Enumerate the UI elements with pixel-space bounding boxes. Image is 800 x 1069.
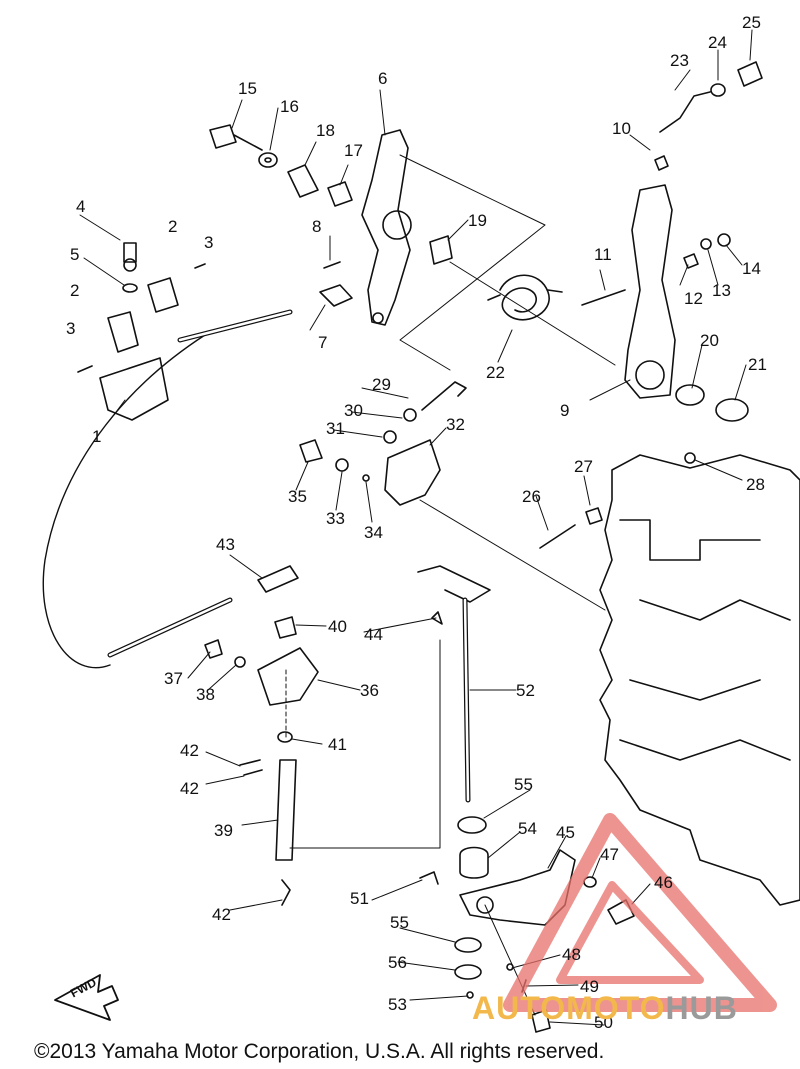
engine-block-outline [599,454,800,906]
callout-41: 41 [328,735,347,754]
callout-10: 10 [612,119,631,138]
callout-42: 42 [180,741,199,760]
callout-55: 55 [514,775,533,794]
callout-49: 49 [580,977,599,996]
callout-45: 45 [556,823,575,842]
callout-55: 55 [390,913,409,932]
callout-20: 20 [700,331,719,350]
callout-2: 2 [168,217,178,236]
bolt-15 [209,124,263,151]
callout-36: 36 [360,681,379,700]
callout-32: 32 [446,415,465,434]
callout-50: 50 [594,1013,613,1032]
callout-4: 4 [76,197,86,216]
watermark-part1: AUTOMOTO [472,990,666,1026]
fwd-arrow-icon [54,974,119,1021]
callout-23: 23 [670,51,689,70]
callout-37: 37 [164,669,183,688]
callout-12: 12 [684,289,703,308]
callout-51: 51 [350,889,369,908]
throttle-cable [42,334,206,669]
callout-29: 29 [372,375,391,394]
callout-34: 34 [364,523,383,542]
callout-48: 48 [562,945,581,964]
callout-33: 33 [326,509,345,528]
callout-28: 28 [746,475,765,494]
callout-31: 31 [326,419,345,438]
callout-19: 19 [468,211,487,230]
callout-14: 14 [742,259,761,278]
callout-21: 21 [748,355,767,374]
callout-2: 2 [70,281,80,300]
callout-25: 25 [742,13,761,32]
callout-3: 3 [204,233,214,252]
callout-52: 52 [516,681,535,700]
callout-44: 44 [364,625,383,644]
callout-39: 39 [214,821,233,840]
callout-5: 5 [70,245,80,264]
callout-18: 18 [316,121,335,140]
callout-38: 38 [196,685,215,704]
callout-54: 54 [518,819,537,838]
callout-15: 15 [238,79,257,98]
callout-42: 42 [180,779,199,798]
callout-53: 53 [388,995,407,1014]
rod-39 [275,759,297,861]
cable-bracket [99,357,169,421]
watermark-text: AUTOMOTOHUB [472,990,738,1027]
callout-11: 11 [594,245,612,264]
copyright-notice: ©2013 Yamaha Motor Corporation, U.S.A. A… [34,1040,605,1063]
callout-24: 24 [708,33,727,52]
callout-22: 22 [486,363,505,382]
callout-43: 43 [216,535,235,554]
watermark-logo [503,813,777,1012]
callout-56: 56 [388,953,407,972]
callout-26: 26 [522,487,541,506]
callout-35: 35 [288,487,307,506]
callout-17: 17 [344,141,363,160]
callout-6: 6 [378,69,388,88]
callout-30: 30 [344,401,363,420]
callout-8: 8 [312,217,322,236]
callout-47: 47 [600,845,619,864]
callout-1: 1 [92,427,102,446]
link-43 [257,565,299,593]
callout-40: 40 [328,617,347,636]
callout-13: 13 [712,281,731,300]
bracket-36 [257,647,319,706]
callout-3: 3 [66,319,76,338]
bracket-32 [384,439,441,506]
shaft-52 [417,565,491,603]
lever-9 [624,184,676,399]
callout-9: 9 [560,401,570,420]
callout-27: 27 [574,457,593,476]
callout-16: 16 [280,97,299,116]
watermark-part2: HUB [665,990,738,1026]
throttle-lever [361,129,411,326]
callout-7: 7 [318,333,328,352]
callout-42: 42 [212,905,231,924]
callout-46: 46 [654,873,673,892]
spring-22 [499,274,550,321]
